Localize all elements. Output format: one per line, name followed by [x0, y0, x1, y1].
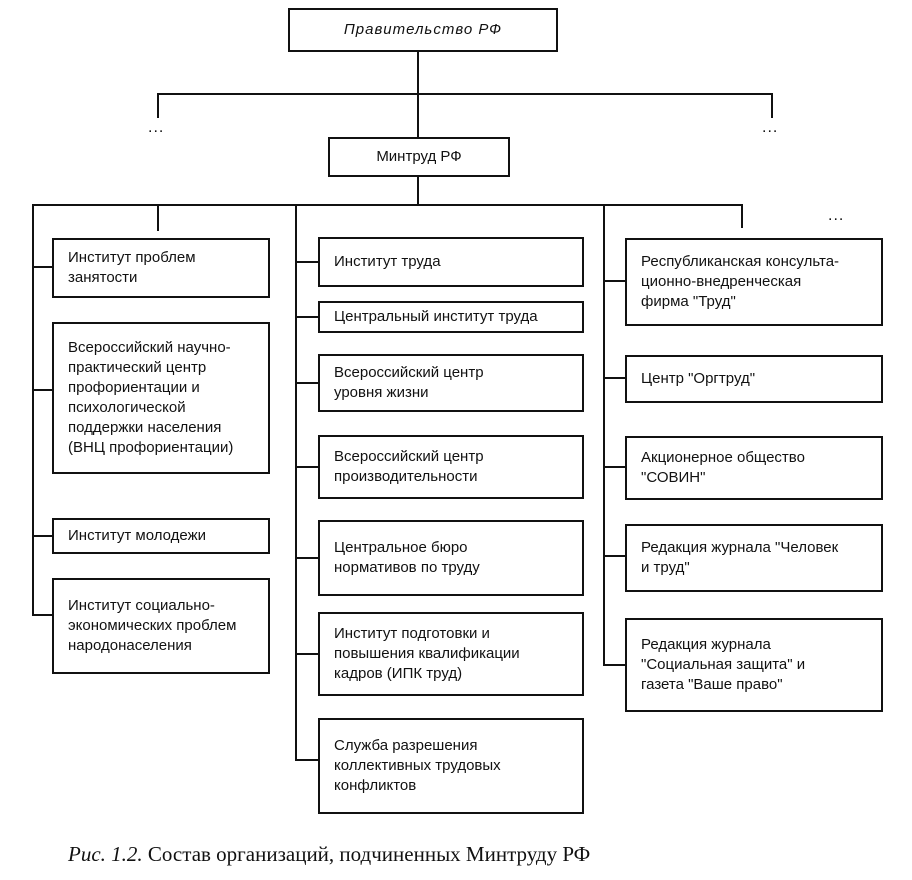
org-label: Институт проблем занятости [68, 249, 196, 286]
org-label: Акционерное общество "СОВИН" [641, 449, 805, 486]
org-middle-7: Служба разрешения коллективных трудовых … [318, 718, 584, 814]
org-label: Всероссийский центр уровня жизни [334, 364, 484, 401]
org-label: Центр "Оргтруд" [641, 370, 756, 387]
org-middle-6: Институт подготовки и повышения квалифик… [318, 612, 584, 696]
org-label: Всероссийский центр производительности [334, 448, 484, 485]
org-label: Институт подготовки и повышения квалифик… [334, 625, 520, 682]
government-box: Правительство РФ [288, 8, 558, 52]
figure-number: Рис. 1.2. [68, 842, 143, 866]
dots-right: ... [762, 119, 779, 136]
org-middle-2: Центральный институт труда [318, 301, 584, 333]
org-left-3: Институт молодежи [52, 518, 270, 554]
org-label: Всероссийский научно- практический центр… [68, 339, 234, 456]
org-label: Институт труда [334, 253, 441, 270]
org-right-1: Республиканская консульта- ционно-внедре… [625, 238, 883, 326]
dots-left: ... [148, 119, 165, 136]
ministry-box: Минтруд РФ [328, 137, 510, 177]
figure-caption: Рис. 1.2. Состав организаций, подчиненны… [68, 842, 590, 867]
org-right-5: Редакция журнала "Социальная защита" и г… [625, 618, 883, 712]
org-middle-1: Институт труда [318, 237, 584, 287]
org-left-2: Всероссийский научно- практический центр… [52, 322, 270, 474]
org-label: Институт молодежи [68, 527, 206, 544]
org-label: Редакция журнала "Социальная защита" и г… [641, 636, 806, 693]
org-label: Институт социально- экономических пробле… [68, 597, 237, 654]
org-right-4: Редакция журнала "Человек и труд" [625, 524, 883, 592]
org-label: Редакция журнала "Человек и труд" [641, 539, 839, 576]
org-label: Центральный институт труда [334, 308, 538, 325]
figure-title: Состав организаций, подчиненных Минтруду… [142, 842, 591, 866]
org-left-4: Институт социально- экономических пробле… [52, 578, 270, 674]
org-right-2: Центр "Оргтруд" [625, 355, 883, 403]
government-label: Правительство РФ [343, 21, 503, 38]
ministry-label: Минтруд РФ [376, 148, 462, 165]
org-middle-3: Всероссийский центр уровня жизни [318, 354, 584, 412]
org-label: Республиканская консульта- ционно-внедре… [641, 253, 840, 310]
org-right-3: Акционерное общество "СОВИН" [625, 436, 883, 500]
org-left-1: Институт проблем занятости [52, 238, 270, 298]
org-label: Центральное бюро нормативов по труду [334, 539, 480, 576]
org-middle-5: Центральное бюро нормативов по труду [318, 520, 584, 596]
org-label: Служба разрешения коллективных трудовых … [334, 737, 501, 794]
org-middle-4: Всероссийский центр производительности [318, 435, 584, 499]
dots-right-column: ... [828, 207, 845, 224]
